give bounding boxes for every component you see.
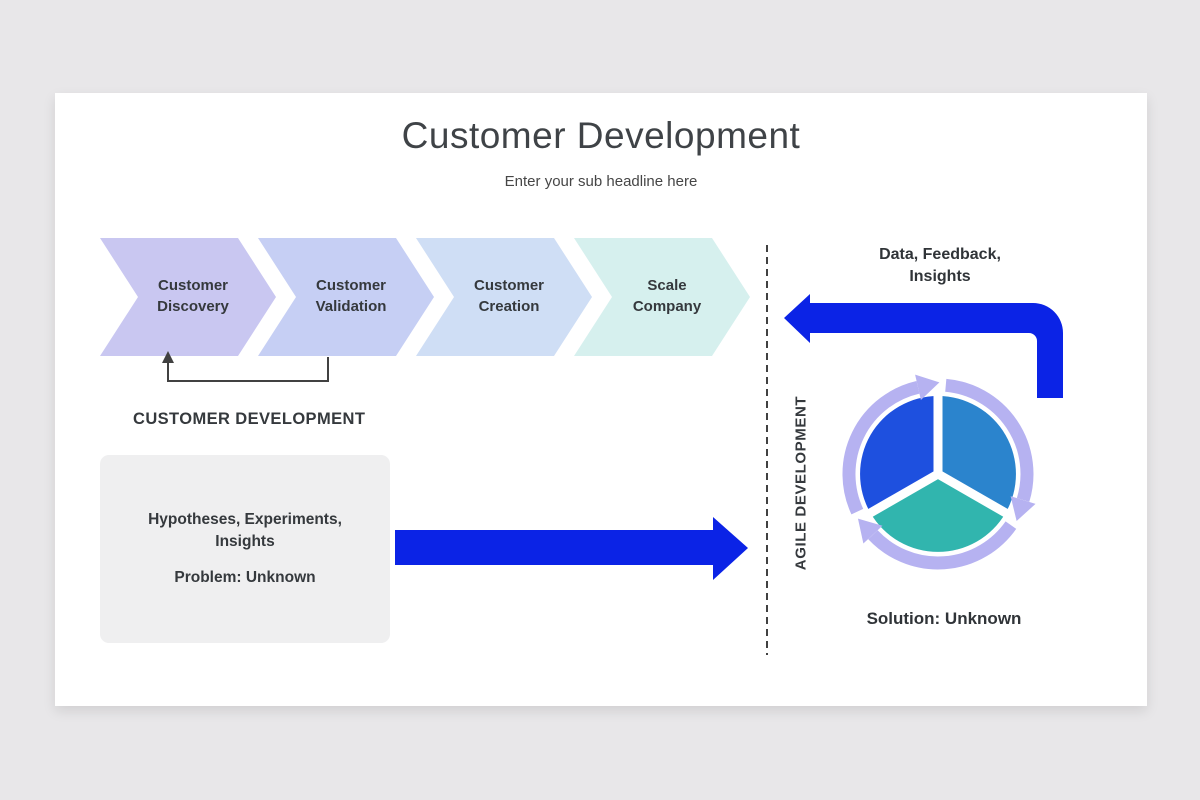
agile-development-label: AGILE DEVELOPMENT bbox=[792, 395, 810, 571]
slide-canvas: Customer Development Enter your sub head… bbox=[55, 93, 1147, 706]
slide-subtitle: Enter your sub headline here bbox=[504, 173, 698, 190]
step-line: Scale bbox=[647, 277, 687, 294]
step-label-customer-creation: Customer Creation bbox=[429, 275, 589, 317]
customer-development-caption: CUSTOMER DEVELOPMENT bbox=[133, 410, 366, 428]
step-line: Validation bbox=[315, 298, 387, 315]
step-label-scale-company: Scale Company bbox=[587, 275, 747, 317]
step-line: Creation bbox=[478, 298, 540, 315]
slide-title: Customer Development bbox=[401, 115, 801, 156]
feedback-arrow-icon bbox=[784, 294, 1063, 398]
hypotheses-line1: Hypotheses, Experiments, bbox=[148, 511, 342, 528]
feedback-line2: Insights bbox=[909, 268, 971, 285]
flow-arrow-right-icon bbox=[395, 517, 748, 580]
step-label-customer-discovery: Customer Discovery bbox=[113, 275, 273, 317]
diagram-graphics bbox=[100, 238, 1147, 655]
chevron-customer-validation bbox=[258, 238, 434, 356]
step-line: Customer bbox=[157, 277, 228, 294]
chevron-scale-company bbox=[574, 238, 750, 356]
step-line: Customer bbox=[315, 277, 386, 294]
step-label-customer-validation: Customer Validation bbox=[271, 275, 431, 317]
step-line: Company bbox=[632, 298, 702, 315]
loop-arrow bbox=[167, 357, 329, 382]
step-line: Discovery bbox=[157, 298, 229, 315]
chevron-customer-discovery bbox=[100, 238, 276, 356]
solution-unknown-label: Solution: Unknown bbox=[866, 609, 1022, 628]
step-line: Customer bbox=[473, 277, 544, 294]
cycle-ring-arrow-icon bbox=[842, 374, 940, 515]
hypotheses-line2: Insights bbox=[215, 533, 275, 550]
problem-unknown-label: Problem: Unknown bbox=[174, 569, 316, 586]
pie-separators bbox=[862, 388, 1014, 520]
pie-wedge-bottom bbox=[870, 474, 1006, 552]
loop-arrowhead-icon bbox=[162, 351, 174, 363]
hypotheses-box: Hypotheses, Experiments, Insights Proble… bbox=[100, 455, 390, 643]
feedback-line1: Data, Feedback, bbox=[879, 246, 1001, 263]
chevron-customer-creation bbox=[416, 238, 592, 356]
data-feedback-label: Data, Feedback, Insights bbox=[840, 244, 1040, 288]
